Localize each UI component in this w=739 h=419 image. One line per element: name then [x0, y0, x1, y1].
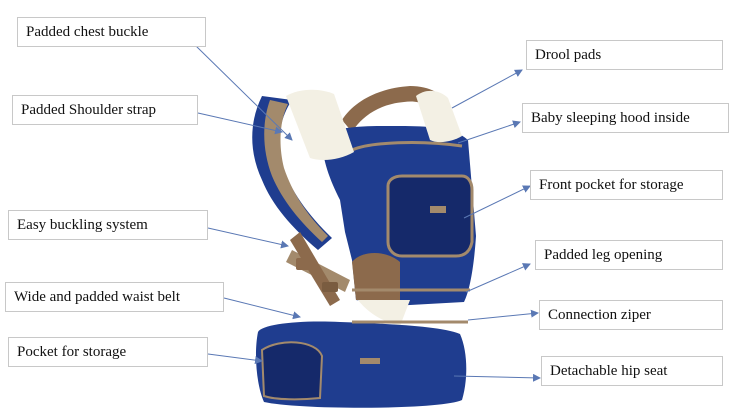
callout-lines	[195, 45, 541, 382]
callout-buckling-system	[207, 227, 289, 249]
callout-leg-opening	[465, 263, 531, 293]
buckle-strap	[286, 232, 350, 306]
callout-chest-buckle	[195, 45, 293, 141]
drool-pads	[286, 89, 462, 160]
leg-opening	[352, 253, 470, 326]
label-leg-opening: Padded leg opening	[535, 240, 723, 270]
callout-sleeping-hood	[457, 120, 521, 144]
front-pocket	[386, 174, 474, 258]
callout-waist-belt	[223, 297, 301, 320]
label-drool-pads: Drool pads	[526, 40, 723, 70]
shoulder-strap-left	[252, 96, 332, 250]
label-connection-zipper: Connection ziper	[539, 300, 723, 330]
callout-zipper	[467, 309, 539, 321]
label-chest-buckle: Padded chest buckle	[17, 17, 206, 47]
callout-drool-pads	[451, 69, 523, 109]
label-waist-belt: Wide and padded waist belt	[5, 282, 224, 312]
label-pocket-storage: Pocket for storage	[8, 337, 208, 367]
callout-shoulder-strap	[197, 112, 283, 135]
label-buckling-system: Easy buckling system	[8, 210, 208, 240]
callout-front-pocket	[463, 185, 531, 219]
hip-seat	[256, 320, 468, 408]
callout-pocket	[207, 353, 263, 365]
label-shoulder-strap: Padded Shoulder strap	[12, 95, 198, 125]
label-hip-seat: Detachable hip seat	[541, 356, 723, 386]
callout-hip-seat	[453, 373, 541, 382]
label-front-pocket: Front pocket for storage	[530, 170, 723, 200]
label-sleeping-hood: Baby sleeping hood inside	[522, 103, 729, 133]
